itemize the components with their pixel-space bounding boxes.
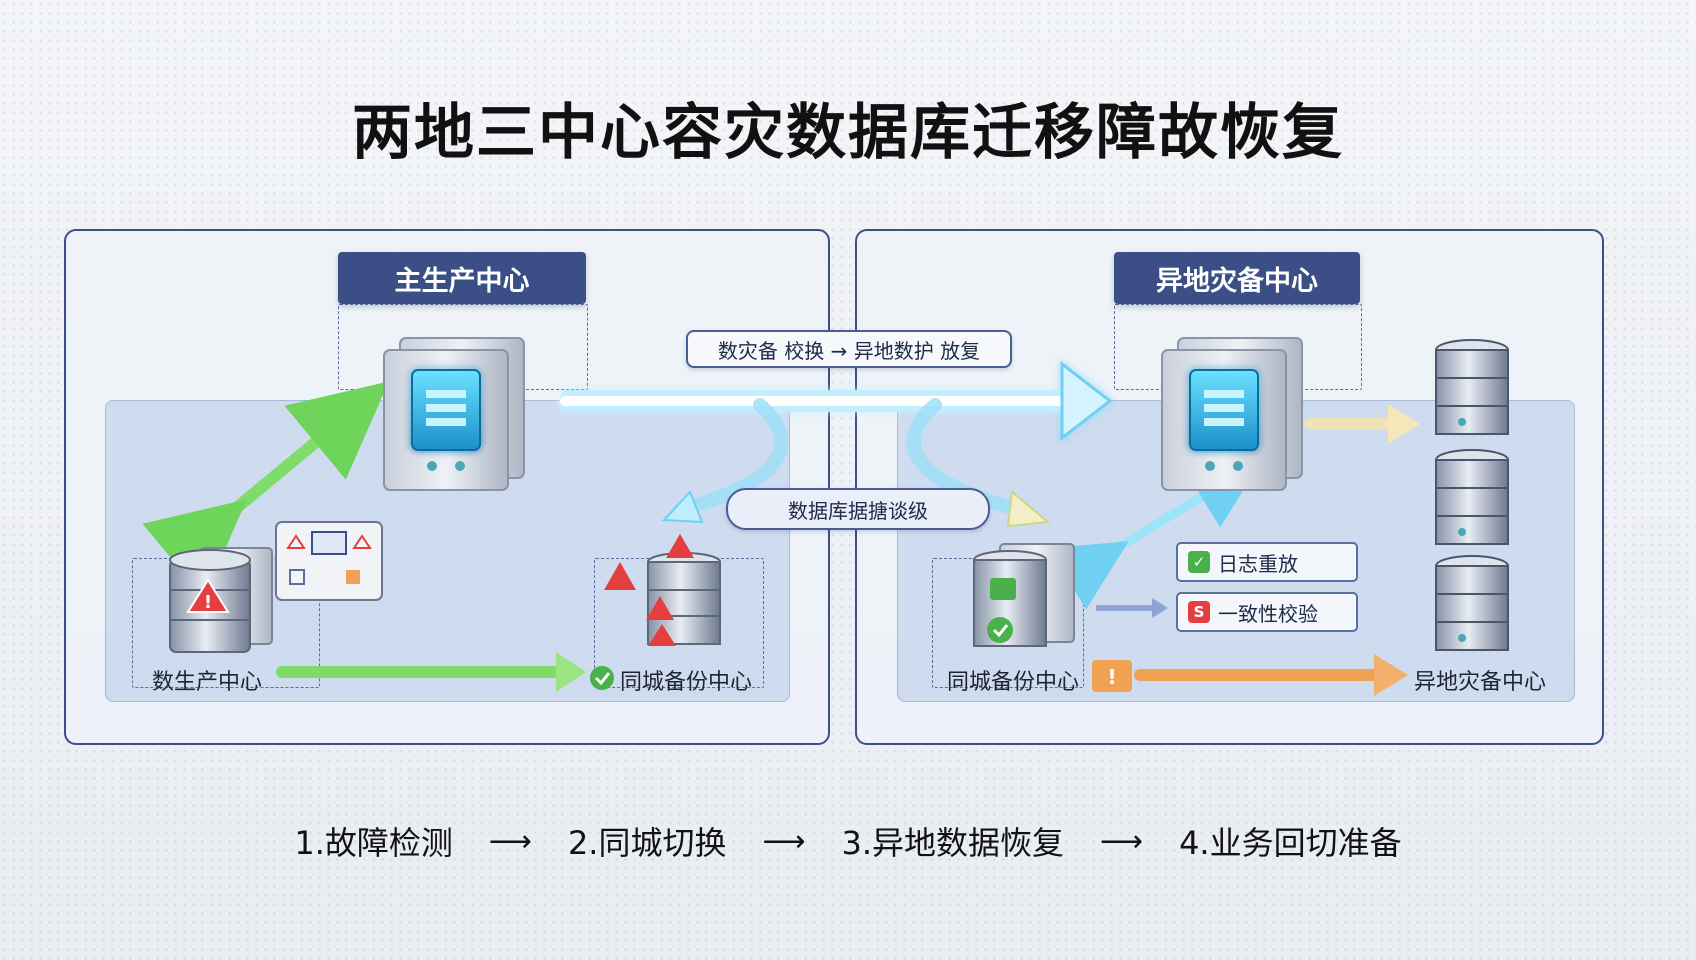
remote-center-label: 异地灾备中心 [1414, 670, 1547, 695]
step-2: 2.同城切换 [567, 824, 727, 862]
step-4: 4.业务回切准备 [1179, 824, 1402, 862]
svg-text:!: ! [204, 592, 212, 613]
replication-flow-label: 数灾备 校换 → 异地数护 放复 [686, 330, 1012, 368]
flow-to-backup-curve [673, 398, 789, 517]
step-3: 3.异地数据恢复 [841, 824, 1065, 862]
primary-center-header: 主生产中心 [338, 252, 586, 304]
sync-arrow-right [1048, 459, 1263, 610]
step-arrow-icon: ⟶ [488, 823, 532, 859]
remote-center-header: 异地灾备中心 [1114, 252, 1360, 304]
step-arrow-icon: ⟶ [1100, 823, 1144, 859]
standby-center-label: 同城备份中心 [947, 670, 1080, 695]
database-sync-label: 数据库据搪谈级 [726, 488, 990, 530]
alert-card [275, 521, 383, 601]
primary-to-remote-flow [560, 360, 1113, 442]
source-database-icon: ! [169, 547, 273, 653]
remote-server-icon [1161, 337, 1303, 491]
storage-stack-icon [1435, 339, 1509, 651]
page-title: 两地三中心容灾数据库迁移障故恢复 [352, 98, 1344, 168]
backup-center-label: 同城备份中心 [620, 670, 753, 695]
svg-text:!: ! [1107, 665, 1116, 689]
sync-arrow-left [142, 381, 389, 598]
step-1: 1.故障检测 [294, 824, 453, 862]
success-icon [590, 666, 614, 690]
warning-icon [1092, 660, 1132, 692]
source-center-label: 数生产中心 [152, 670, 263, 695]
backup-database-icon [604, 534, 721, 646]
step-arrow-icon: ⟶ [762, 823, 806, 859]
recovery-steps: 1.故障检测 ⟶ 2.同城切换 ⟶ 3.异地数据恢复 ⟶ 4.业务回切准备 [0, 818, 1696, 864]
standby-database-icon [973, 543, 1075, 647]
warning-icon [186, 578, 230, 613]
primary-server-icon [383, 337, 525, 491]
